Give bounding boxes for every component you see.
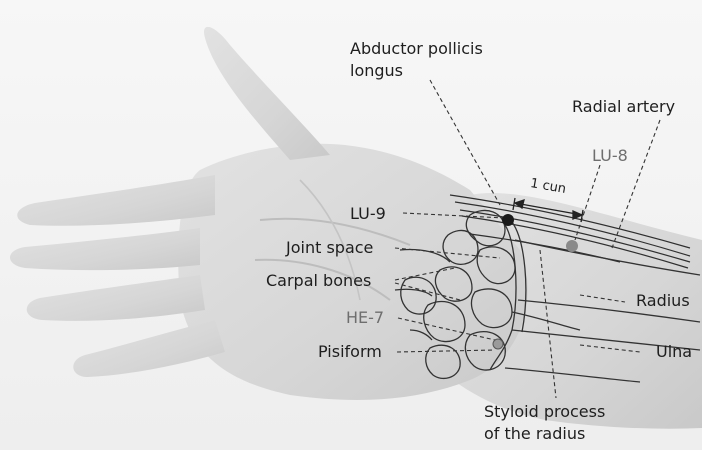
- label-abductor-longus: longus: [350, 62, 403, 80]
- label-radius: Radius: [636, 292, 690, 310]
- label-lu9: LU-9: [350, 205, 386, 223]
- lu8-point: [566, 240, 578, 252]
- label-carpal-bones: Carpal bones: [266, 272, 371, 290]
- label-lu8: LU-8: [592, 147, 628, 165]
- lu9-point: [502, 214, 514, 226]
- label-ulna: Ulna: [656, 343, 692, 361]
- label-pisiform: Pisiform: [318, 343, 382, 361]
- label-abductor-pollicis: Abductor pollicis: [350, 40, 483, 58]
- label-radial-artery: Radial artery: [572, 98, 675, 116]
- label-joint-space: Joint space: [286, 239, 373, 257]
- label-of-the-radius: of the radius: [484, 425, 585, 443]
- label-styloid-process: Styloid process: [484, 403, 605, 421]
- label-he7: HE-7: [346, 309, 384, 327]
- he7-point: [493, 339, 503, 349]
